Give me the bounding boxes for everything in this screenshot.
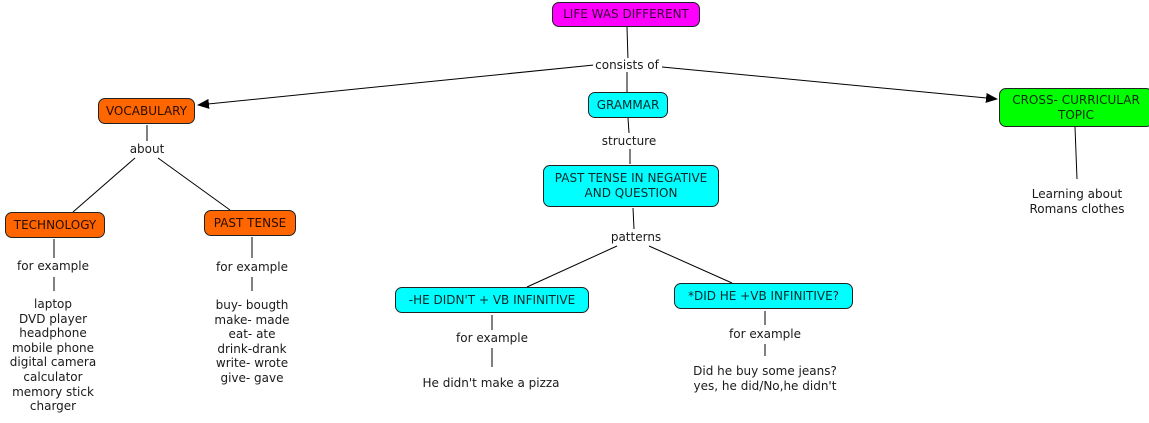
node-cross-curricular-topic[interactable]: CROSS- CURRICULAR TOPIC bbox=[999, 88, 1149, 127]
leaf-line: Learning about bbox=[1031, 187, 1123, 201]
line-patterns-neg bbox=[526, 245, 618, 288]
leaf-line: He didn't make a pizza bbox=[422, 376, 560, 390]
node-past-tense-negative-question[interactable]: PAST TENSE IN NEGATIVE AND QUESTION bbox=[543, 165, 719, 207]
leaf-question-example: Did he buy some jeans? yes, he did/No,he… bbox=[693, 364, 837, 394]
leaf-line: make- made bbox=[214, 312, 290, 327]
leaf-line: headphone bbox=[19, 326, 87, 341]
node-past-tense[interactable]: PAST TENSE bbox=[204, 210, 296, 236]
node-technology[interactable]: TECHNOLOGY bbox=[5, 212, 105, 238]
leaf-line: charger bbox=[29, 399, 77, 414]
line-ptnq-patterns bbox=[632, 207, 635, 230]
leaf-line: drink-drank bbox=[217, 341, 287, 356]
line-patterns-q bbox=[648, 245, 733, 284]
link-q-for-example: for example bbox=[727, 327, 803, 341]
node-negative-pattern[interactable]: -HE DIDN'T + VB INFINITIVE bbox=[395, 287, 589, 313]
leaf-line: mobile phone bbox=[11, 340, 95, 355]
link-tech-for-example: for example bbox=[15, 259, 91, 273]
leaf-line: yes, he did/No,he didn't bbox=[693, 379, 837, 393]
leaf-line: digital camera bbox=[9, 355, 97, 370]
leaf-line: DVD player bbox=[18, 311, 88, 326]
leaf-line: give- gave bbox=[220, 370, 284, 385]
link-consists-of: consists of bbox=[593, 58, 661, 72]
link-about: about bbox=[127, 142, 167, 156]
arrow-to-cross bbox=[661, 66, 998, 103]
node-question-pattern[interactable]: *DID HE +VB INFINITIVE? bbox=[674, 283, 853, 309]
leaf-line: eat- ate bbox=[228, 327, 276, 342]
leaf-line: write- wrote bbox=[215, 356, 289, 371]
line-about-technology bbox=[72, 157, 136, 213]
line-grammar-structure bbox=[627, 117, 630, 134]
node-grammar[interactable]: GRAMMAR bbox=[588, 92, 668, 118]
link-patterns: patterns bbox=[608, 230, 664, 244]
line-cross-leaf bbox=[1074, 126, 1078, 180]
line-about-pasttense bbox=[157, 157, 231, 211]
node-vocabulary[interactable]: VOCABULARY bbox=[98, 98, 195, 124]
leaf-negative-example: He didn't make a pizza bbox=[422, 376, 559, 391]
leaf-cross-example: Learning about Romans clothes bbox=[1029, 187, 1124, 217]
link-structure: structure bbox=[599, 134, 659, 148]
leaf-line: memory stick bbox=[12, 384, 94, 399]
leaf-technology-examples: laptop DVD player headphone mobile phone… bbox=[10, 297, 96, 414]
leaf-line: Did he buy some jeans? bbox=[693, 364, 837, 378]
leaf-line: Romans clothes bbox=[1029, 202, 1125, 216]
leaf-line: buy- bougth bbox=[215, 298, 289, 312]
leaf-line: calculator bbox=[23, 369, 83, 384]
leaf-line: laptop bbox=[34, 297, 72, 311]
leaf-past-tense-examples: buy- bougth make- made eat- ate drink-dr… bbox=[214, 298, 289, 386]
link-neg-for-example: for example bbox=[454, 331, 530, 345]
arrow-to-vocabulary bbox=[197, 64, 595, 109]
line-root-consists bbox=[626, 26, 629, 61]
node-life-was-different[interactable]: LIFE WAS DIFFERENT bbox=[552, 2, 700, 27]
link-past-for-example: for example bbox=[214, 260, 290, 274]
